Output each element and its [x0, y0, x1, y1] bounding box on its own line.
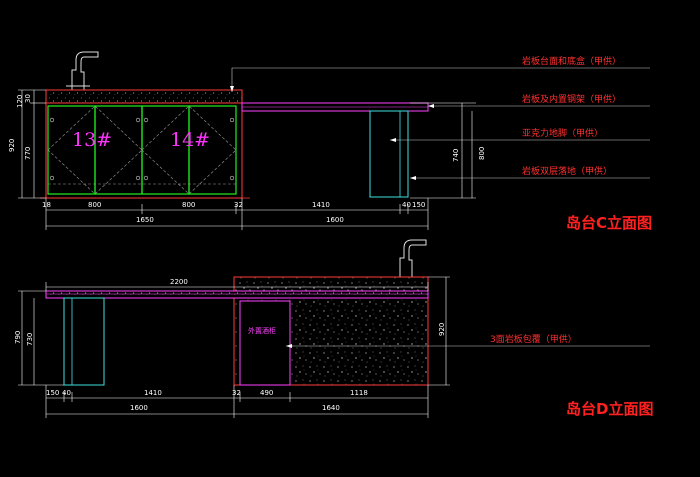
- dim-d-1410: 1410: [144, 389, 162, 397]
- long-slab: [45, 290, 429, 299]
- cabinet-number-13: 13#: [72, 129, 112, 151]
- dim-c-1650: 1650: [136, 216, 154, 224]
- dim-c-18: 18: [42, 201, 51, 209]
- dim-c-800b: 800: [182, 201, 195, 209]
- door-swing-lines: [47, 105, 237, 195]
- right-dimensions-c: [410, 102, 476, 199]
- dim-d-1640: 1640: [322, 404, 340, 412]
- annotation-acrylic-feet: 亚克力地脚（甲供）: [522, 127, 603, 139]
- elevation-c-title: 岛台C立面图: [566, 214, 652, 232]
- slab-leg: [369, 110, 409, 198]
- annotation-countertop: 岩板台面和底盒（甲供）: [522, 55, 621, 67]
- bottom-dimensions-d: [45, 385, 429, 418]
- dim-d-1600: 1600: [130, 404, 148, 412]
- dim-d-730: 730: [26, 333, 34, 346]
- dim-right-740: 740: [452, 149, 460, 162]
- dim-c-150: 150: [412, 201, 425, 209]
- faucet-icon: [71, 51, 99, 91]
- dim-left-30: 30: [24, 94, 32, 103]
- dim-left-920: 920: [8, 139, 16, 152]
- dim-d-32: 32: [232, 389, 241, 397]
- dim-d-920: 920: [438, 323, 446, 336]
- dim-d-2200: 2200: [170, 278, 188, 286]
- elevation-d: 外置酒柜 2200 790 730 920: [14, 239, 653, 418]
- leg-d: [63, 297, 105, 386]
- cabinet-number-14: 14#: [170, 129, 210, 151]
- dim-c-1600: 1600: [326, 216, 344, 224]
- dim-d-790: 790: [14, 331, 22, 344]
- wine-cabinet-label: 外置酒柜: [248, 326, 276, 335]
- dim-right-800: 800: [478, 147, 486, 160]
- left-dimensions-c: [18, 89, 46, 199]
- dim-c-40: 40: [402, 201, 411, 209]
- dim-c-800a: 800: [88, 201, 101, 209]
- dim-left-120: 120: [16, 95, 24, 108]
- annotation-steel-frame: 岩板及内置钢架（甲供）: [522, 93, 621, 105]
- hinge-dots: [49, 117, 235, 181]
- bottom-dimensions-c: [45, 198, 429, 230]
- dim-c-32: 32: [234, 201, 243, 209]
- annotation-three-sides: 3面岩板包覆（甲供）: [490, 333, 577, 345]
- dim-d-1118: 1118: [350, 389, 368, 397]
- dim-d-40: 40: [62, 389, 71, 397]
- wine-cabinet-box: [239, 300, 291, 386]
- elevation-d-title: 岛台D立面图: [566, 400, 653, 418]
- dim-d-490: 490: [260, 389, 273, 397]
- dim-left-770: 770: [24, 147, 32, 160]
- annotation-double-slab: 岩板双层落地（甲供）: [522, 165, 612, 177]
- faucet-icon-d: [399, 239, 427, 279]
- dim-d-150: 150: [46, 389, 59, 397]
- countertop: [45, 89, 243, 104]
- elevation-c: 13# 14# 920 770 30 120 740 800: [8, 51, 652, 232]
- dim-c-1410: 1410: [312, 201, 330, 209]
- annotation-leaders-c: [231, 67, 650, 179]
- left-dimensions-d: [18, 290, 64, 386]
